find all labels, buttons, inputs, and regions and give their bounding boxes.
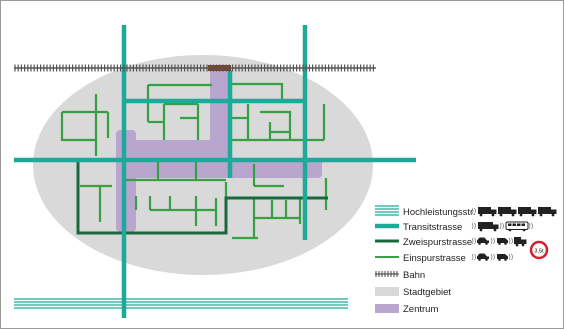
einspur-vehicle-icons — [471, 253, 513, 261]
legend-item-bahn: Bahn — [375, 270, 425, 281]
sign-weight-label: 3,5t — [534, 249, 544, 255]
transit-vehicle-icons — [471, 221, 533, 232]
zentrum-swatch-icon — [375, 304, 399, 313]
zweispur-vehicle-icons — [471, 237, 527, 247]
hochleistung-road — [14, 298, 348, 309]
zentrum-area — [116, 70, 322, 232]
legend-item-zweispur: Zweispurstrasse 3,5t — [375, 237, 549, 260]
bahn-railway — [14, 64, 376, 72]
bahnhof-station — [208, 65, 231, 71]
legend-label-zweispur: Zweispurstrasse — [403, 237, 472, 248]
hochleistung-vehicle-icons — [471, 207, 557, 217]
legend-label-zentrum: Zentrum — [403, 304, 438, 315]
legend-item-einspur: Einspurstrasse — [375, 253, 513, 264]
stadtgebiet-swatch-icon — [375, 287, 399, 296]
transit-roads — [14, 25, 416, 318]
legend: Hochleistungsstr. Transitstrasse Zweispu… — [375, 205, 557, 315]
hochleistung-swatch-icon — [375, 205, 399, 216]
legend-label-einspur: Einspurstrasse — [403, 253, 466, 264]
legend-label-hochleistung: Hochleistungsstr. — [403, 207, 475, 218]
bahn-swatch-icon — [375, 271, 399, 277]
legend-label-stadtgebiet: Stadtgebiet — [403, 287, 451, 298]
legend-item-hochleistung: Hochleistungsstr. — [375, 205, 557, 218]
no-truck-sign-icon: 3,5t — [529, 240, 549, 260]
zweispur-roads — [76, 160, 328, 235]
legend-label-transit: Transitstrasse — [403, 222, 462, 233]
legend-item-transit: Transitstrasse — [375, 221, 533, 233]
legend-item-zentrum: Zentrum — [375, 304, 438, 315]
legend-label-bahn: Bahn — [403, 270, 425, 281]
legend-item-stadtgebiet: Stadtgebiet — [375, 287, 451, 298]
einspur-roads — [60, 82, 328, 240]
